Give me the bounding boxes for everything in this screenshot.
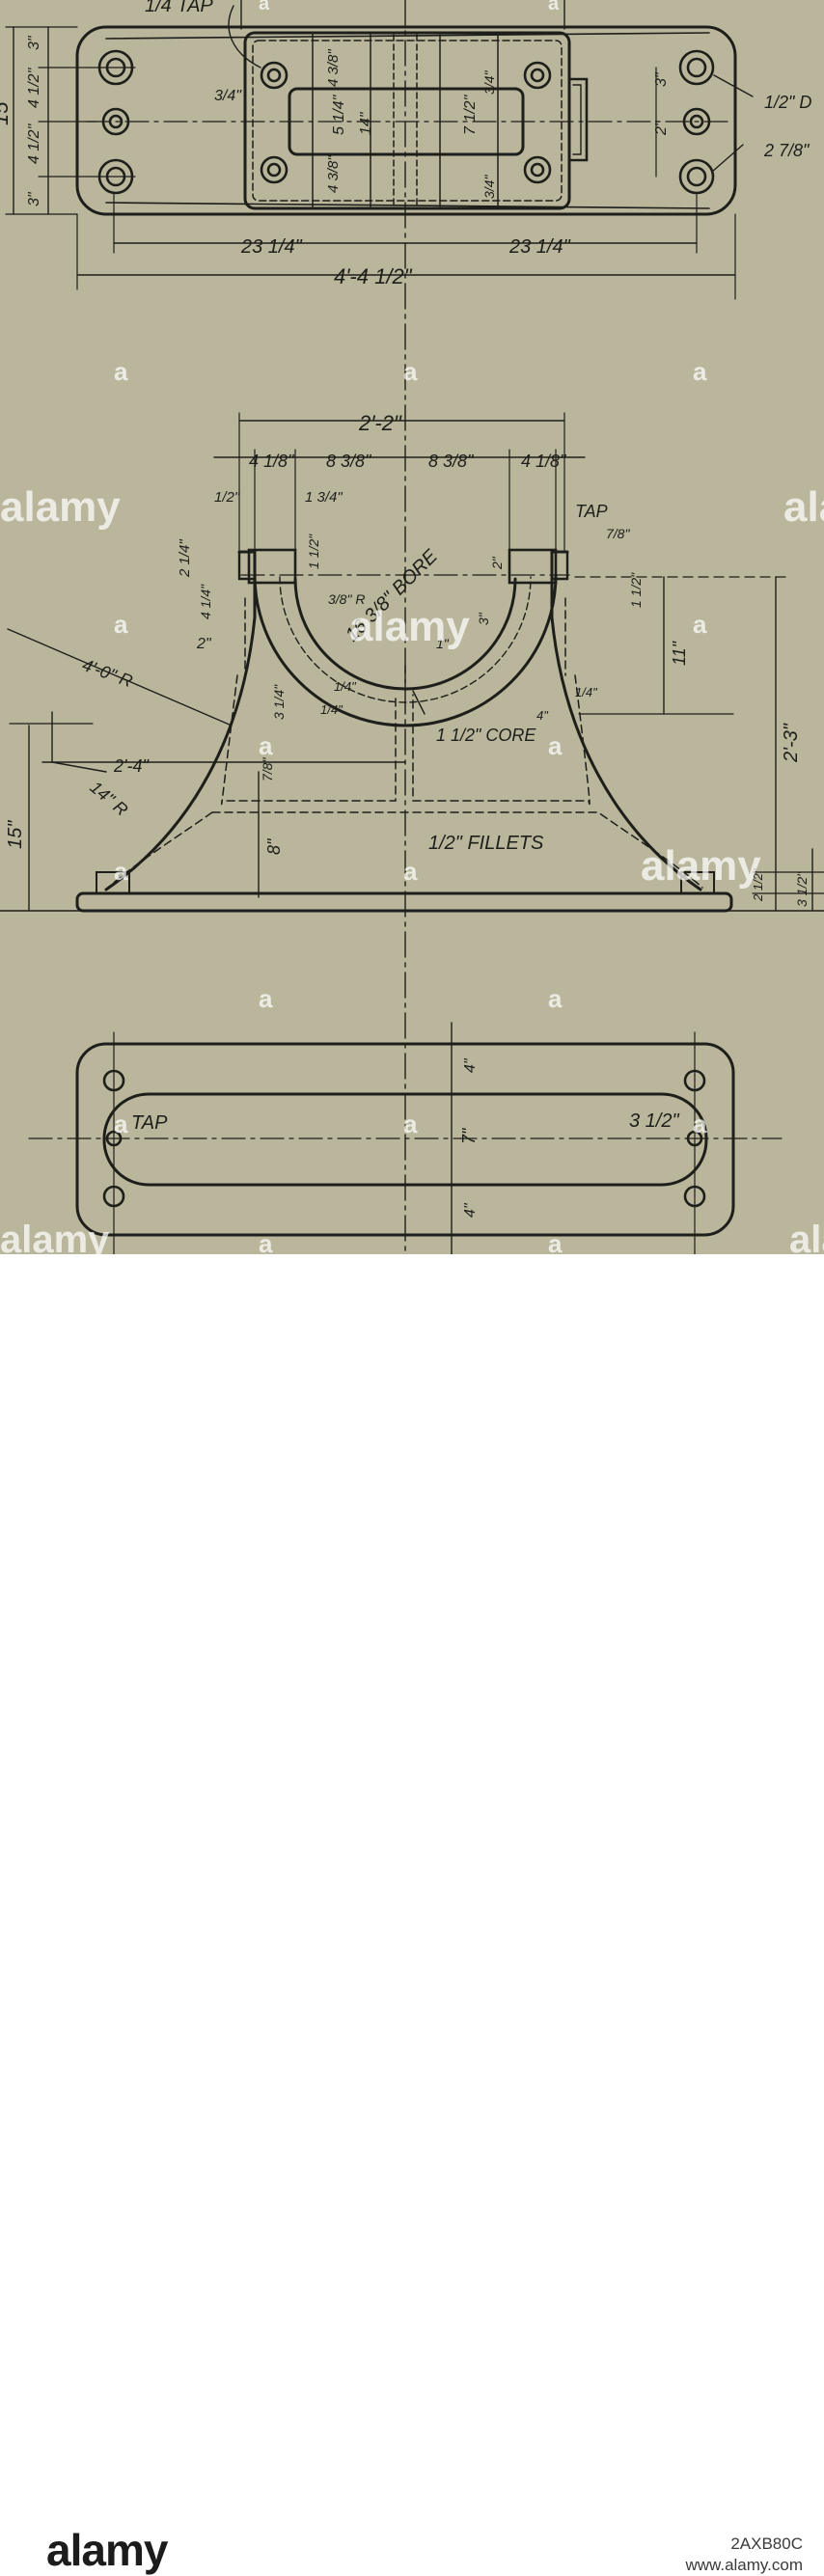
watermark-tile: a	[403, 857, 418, 886]
dim-1-3-4: 1 3/4"	[305, 489, 343, 506]
top-view	[5, 5, 754, 300]
pillow-block-engineering-drawing: 1/4 TAP 15" 3" 4 1/2" 4 1/2" 3" 3/4" 4 3…	[0, 0, 824, 1254]
watermark-logo-center: alamy	[349, 603, 470, 650]
dim-15: 15"	[5, 820, 26, 849]
dim-4: 4"	[536, 708, 549, 723]
watermark-tile: a	[114, 610, 128, 639]
dim-4-half-b: 4 1/2"	[26, 123, 42, 164]
dim-3-4: 3/4"	[214, 88, 242, 104]
watermark-tile: a	[114, 357, 128, 386]
linework	[0, 0, 824, 1254]
dim-4-half-a: 4 1/2"	[26, 67, 42, 108]
dim-4-3-8-b: 4 3/8"	[325, 155, 342, 193]
dimension-labels: 1/4 TAP 15" 3" 4 1/2" 4 1/2" 3" 3/4" 4 3…	[0, 0, 811, 1218]
watermark-tile: a	[548, 731, 563, 760]
dim-1-4: 1/4"	[320, 702, 343, 717]
bottom-view	[28, 1022, 783, 1254]
dim-5-1-4: 5 1/4"	[331, 94, 347, 135]
watermark-tile: a	[259, 1229, 273, 1254]
dim-8-3-8-left: 8 3/8"	[326, 452, 372, 471]
dim-2-3: 2'-3"	[781, 723, 802, 763]
dim-1-4-c: 1/4"	[575, 685, 598, 699]
dim-3-top: 3"	[26, 35, 42, 50]
tap-bottom: TAP	[131, 1112, 168, 1134]
watermark-tile: a	[259, 984, 273, 1013]
front-view	[0, 412, 824, 913]
dim-2: 2"	[489, 556, 505, 570]
watermark-tile: a	[693, 610, 707, 639]
dim-height-15: 15"	[0, 94, 13, 125]
dim-4-1-8-left: 4 1/8"	[249, 452, 295, 471]
dim-2-4: 2'-4"	[113, 756, 150, 776]
watermark-logo-bottom-left: alamy	[0, 1219, 110, 1254]
dim-1: 1"	[436, 636, 450, 651]
dim-2-left: 2"	[196, 636, 212, 652]
dim-8: 8"	[264, 837, 284, 855]
dim-3-bottom: 3"	[26, 191, 42, 206]
dim-2-1-2: 2 1/2"	[751, 867, 765, 902]
watermark-tile: a	[403, 357, 418, 386]
dim-3: 3"	[476, 612, 491, 625]
dim-overall-length: 4'-4 1/2"	[334, 264, 413, 288]
dim-1-4-b: 1/4"	[334, 679, 357, 694]
watermark: alamy alamy alamy alamy alamy alamy a a …	[0, 0, 824, 1254]
watermark-tile: a	[548, 1229, 563, 1254]
dim-1-2: 1/2"	[214, 489, 240, 506]
hole-2-7-8: 2 7/8"	[763, 141, 810, 160]
dim-half-left: 23 1/4"	[240, 236, 303, 258]
watermark-tile: a	[403, 1110, 418, 1138]
site-url[interactable]: www.alamy.com	[685, 2556, 803, 2574]
core-label: 1 1/2" CORE	[436, 726, 536, 745]
fillets-label: 1/2" FILLETS	[428, 833, 544, 854]
watermark-logo-lower-right: alamy	[641, 842, 761, 890]
watermark-tile: a	[693, 357, 707, 386]
watermark-tile: a	[548, 984, 563, 1013]
hole-diameter: 1/2" D	[764, 93, 811, 112]
dim-7-8: 7/8"	[606, 526, 630, 541]
tap-label: 1/4 TAP	[145, 0, 213, 16]
dim-right-2: 2"	[653, 120, 670, 136]
dim-8-3-8-right: 8 3/8"	[428, 452, 475, 471]
image-reference: 2AXB80C www.alamy.com	[685, 2534, 803, 2576]
dim-4-top: 4"	[462, 1057, 479, 1073]
dim-3-4-b: 3/4"	[481, 175, 497, 199]
watermark-logo-left: alamy	[0, 483, 121, 531]
stock-footer-bar: alamy 2AXB80C www.alamy.com	[0, 1254, 824, 2575]
dim-11: 11"	[670, 640, 689, 666]
dim-7-1-2: 7 1/2"	[462, 94, 479, 135]
dim-7: 7"	[459, 1127, 479, 1144]
dim-3-8-radius: 3/8" R	[328, 591, 365, 607]
dim-3-4-a: 3/4"	[481, 70, 497, 95]
dim-4-bottom: 4"	[462, 1202, 479, 1218]
watermark-tile: a	[548, 0, 560, 14]
watermark-tile: a	[693, 1110, 707, 1138]
watermark-tile: a	[259, 0, 270, 14]
dim-width-overall: 2'-2"	[358, 411, 402, 435]
dim-1-1-2-right: 1 1/2"	[628, 572, 644, 608]
tap-front: TAP	[575, 502, 608, 521]
dim-right-3: 3"	[653, 71, 670, 87]
dim-2-1-4: 2 1/4"	[177, 539, 193, 578]
dim-3-1-2-bottom: 3 1/2"	[629, 1110, 679, 1132]
dim-4-1-8-right: 4 1/8"	[521, 452, 567, 471]
dim-1-1-2: 1 1/2"	[306, 534, 321, 569]
alamy-logo[interactable]: alamy	[46, 2525, 168, 2575]
watermark-logo-bottom-right: alamy	[789, 1219, 824, 1254]
dim-3-1-2: 3 1/2"	[794, 871, 810, 907]
dim-7-8-b: 7/8"	[260, 757, 275, 781]
watermark-tile: a	[114, 1110, 128, 1138]
dim-4-1-4: 4 1/4"	[198, 584, 213, 619]
watermark-tile: a	[114, 857, 128, 886]
watermark-tile: a	[259, 731, 273, 760]
dim-3-1-4: 3 1/4"	[271, 684, 287, 720]
image-id: 2AXB80C	[730, 2535, 803, 2553]
watermark-logo-right: alamy	[783, 483, 824, 531]
dim-4-3-8-a: 4 3/8"	[325, 49, 342, 87]
dim-14: 14"	[358, 111, 374, 135]
dim-half-right: 23 1/4"	[508, 236, 571, 258]
